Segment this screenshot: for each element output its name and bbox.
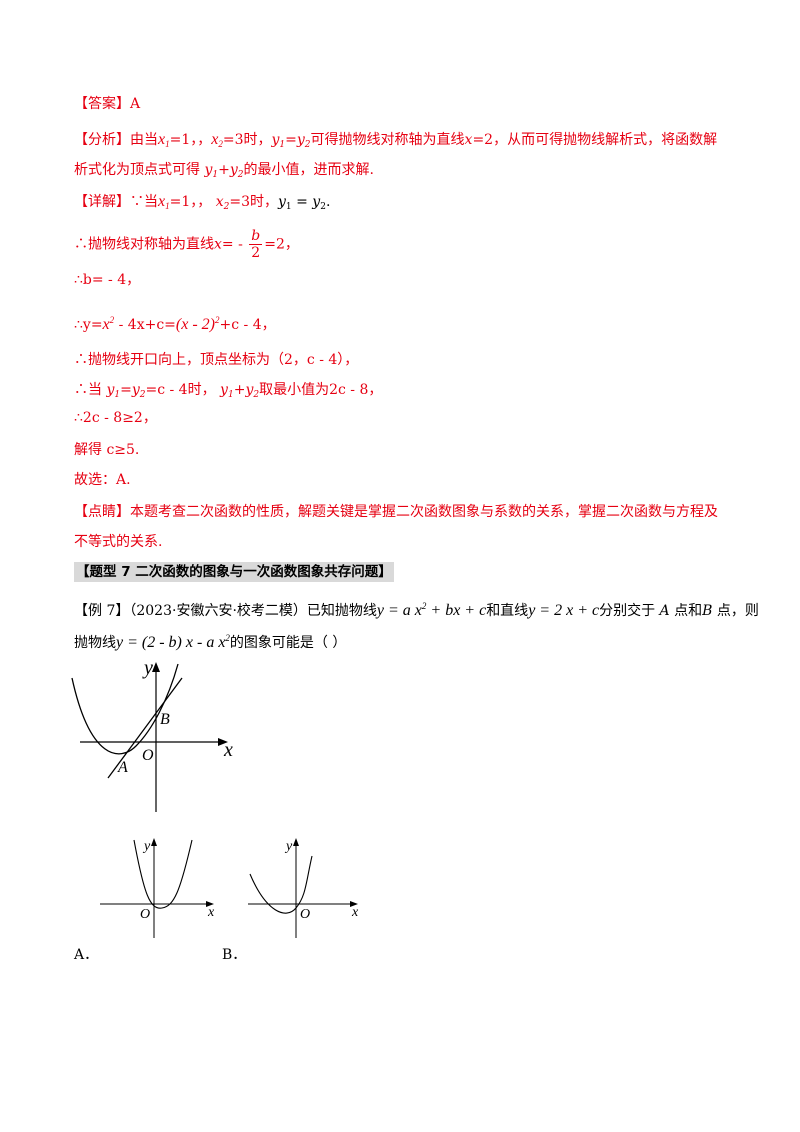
- option-a-label[interactable]: A．: [74, 947, 99, 963]
- comment-line-1: 【点睛】本题考查二次函数的性质，解题关键是掌握二次函数图象与系数的关系，掌握二次…: [74, 502, 718, 522]
- answer-line: 【答案】A: [74, 94, 140, 114]
- point-a-label: A: [659, 603, 670, 619]
- example-text: 和直线: [486, 603, 529, 619]
- detail-tag: 【详解】: [74, 194, 130, 210]
- y-axis-arrow: [151, 838, 157, 846]
- comment-tag: 【点睛】: [74, 504, 130, 520]
- detail-text: 取最小值为2c - 8，: [259, 382, 383, 398]
- parabola-curve: [71, 663, 179, 755]
- analysis-line-1: 【分析】由当x1=1，，x2=3时，y1=y2可得抛物线对称轴为直线x=2，从而…: [74, 131, 718, 150]
- option-a-figure: y x O: [100, 838, 215, 938]
- math-target-parabola: y = (2 - b) x - a x2: [116, 633, 230, 651]
- comment-line-2: 不等式的关系.: [74, 534, 163, 550]
- math-line: y = 2 x + c: [528, 602, 600, 619]
- math-parabola: y = a x2 + bx + c: [376, 601, 487, 619]
- example-tag: 【例 7】: [74, 603, 130, 619]
- comment-text: 本题考查二次函数的性质，解题关键是掌握二次函数图象与系数的关系，掌握二次函数与方…: [130, 504, 718, 520]
- detail-line-7: ∴2c - 8≥2，: [74, 410, 157, 426]
- math-x-squared: x2: [102, 315, 115, 333]
- main-figure: y x O A B: [71, 657, 233, 812]
- answer-value: A: [130, 96, 141, 112]
- math-y1-eq-y2: y1=y2: [271, 132, 311, 150]
- math-vertex-form: (x - 2)2: [175, 315, 220, 333]
- detail-text: =c - 4时，: [145, 382, 216, 398]
- x-label: x: [223, 739, 233, 761]
- detail-line-6: ∴当 y1=y2=c - 4时， y1+y2取最小值为2c - 8，: [74, 382, 383, 400]
- straight-line: [107, 677, 183, 779]
- y-label: y: [284, 839, 293, 854]
- example-line-2: 抛物线y = (2 - b) x - a x2的图象可能是（ ）: [74, 628, 346, 653]
- detail-text: ∴y=: [74, 317, 103, 333]
- y-axis-arrow: [293, 838, 299, 846]
- math-y1-plus-y2: y1: [204, 162, 219, 180]
- origin-label: O: [300, 907, 310, 922]
- detail-line-4: ∴y=x2 - 4x+c=(x - 2)2+c - 4，: [74, 310, 276, 335]
- example-text: 点，则: [716, 603, 759, 619]
- detail-text: ∴当: [74, 382, 102, 398]
- math-x2: x2: [211, 131, 223, 149]
- y-label: y: [142, 657, 153, 679]
- detail-line-8: 解得 c≥5.: [74, 442, 140, 458]
- analysis-text: 析式化为顶点式可得: [74, 162, 200, 178]
- detail-line-5: ∴抛物线开口向上，顶点坐标为（2，c - 4），: [74, 352, 359, 368]
- point-b: B: [160, 711, 170, 728]
- math-x-eq: x: [464, 132, 473, 148]
- x-label: x: [207, 905, 215, 920]
- math-x2: x2: [215, 194, 230, 212]
- parabola-curve: [249, 855, 313, 914]
- example-line-1: 【例 7】（2023·安徽六安·校考二模）已知抛物线y = a x2 + bx …: [74, 596, 759, 621]
- analysis-text: 由当: [130, 132, 158, 148]
- x-axis-arrow: [218, 738, 228, 746]
- parabola-curve: [133, 839, 193, 909]
- example-text: 分别交于: [599, 603, 656, 619]
- y-label: y: [142, 839, 151, 854]
- origin-label: O: [142, 747, 154, 764]
- point-a: A: [117, 759, 128, 776]
- option-b-label[interactable]: B．: [222, 947, 247, 963]
- math-x1: x1: [158, 131, 170, 149]
- option-b-figure: y x O: [248, 838, 359, 938]
- analysis-text: 时，: [243, 132, 272, 148]
- analysis-tag: 【分析】: [74, 132, 130, 148]
- analysis-line-2: 析式化为顶点式可得 y1+y2的最小值，进而求解.: [74, 162, 374, 180]
- detail-text: - 4x+c=: [114, 317, 176, 333]
- x-label: x: [351, 905, 359, 920]
- example-text: 点和: [674, 603, 703, 619]
- origin-label: O: [140, 907, 150, 922]
- detail-text: ∴抛物线对称轴为直线: [74, 236, 214, 253]
- analysis-text: ，从而可得抛物线解析式，将函数解: [493, 132, 718, 148]
- point-b-label: B: [702, 603, 713, 619]
- detail-line-1: 【详解】∵当x1=1，， x2=3时，y1 = y2.: [74, 193, 331, 212]
- math-y2: y2: [229, 162, 244, 180]
- detail-text: ∵当: [130, 194, 158, 210]
- detail-text: +c - 4，: [219, 317, 276, 333]
- analysis-text: ，: [197, 132, 212, 148]
- detail-text: =2，: [264, 236, 299, 253]
- analysis-text: 可得抛物线对称轴为直线: [310, 132, 465, 148]
- detail-line-3: ∴b= - 4，: [74, 272, 141, 288]
- analysis-text: 的最小值，进而求解.: [243, 162, 374, 178]
- section-heading: 【题型 7 二次函数的图象与一次函数图象共存问题】: [74, 562, 394, 582]
- example-text: 的图象可能是（ ）: [229, 635, 347, 651]
- y-axis-arrow: [152, 662, 160, 672]
- x-axis-arrow: [350, 901, 358, 907]
- answer-tag: 【答案】: [74, 96, 130, 112]
- example-text: （2023·安徽六安·校考二模）已知抛物线: [129, 603, 377, 619]
- detail-text: 时，: [249, 194, 278, 210]
- math-x1: x1: [158, 193, 170, 211]
- x-axis-arrow: [206, 901, 214, 907]
- detail-line-9: 故选：A.: [74, 472, 131, 488]
- example-text: 抛物线: [74, 635, 116, 651]
- detail-text: ，: [197, 194, 212, 210]
